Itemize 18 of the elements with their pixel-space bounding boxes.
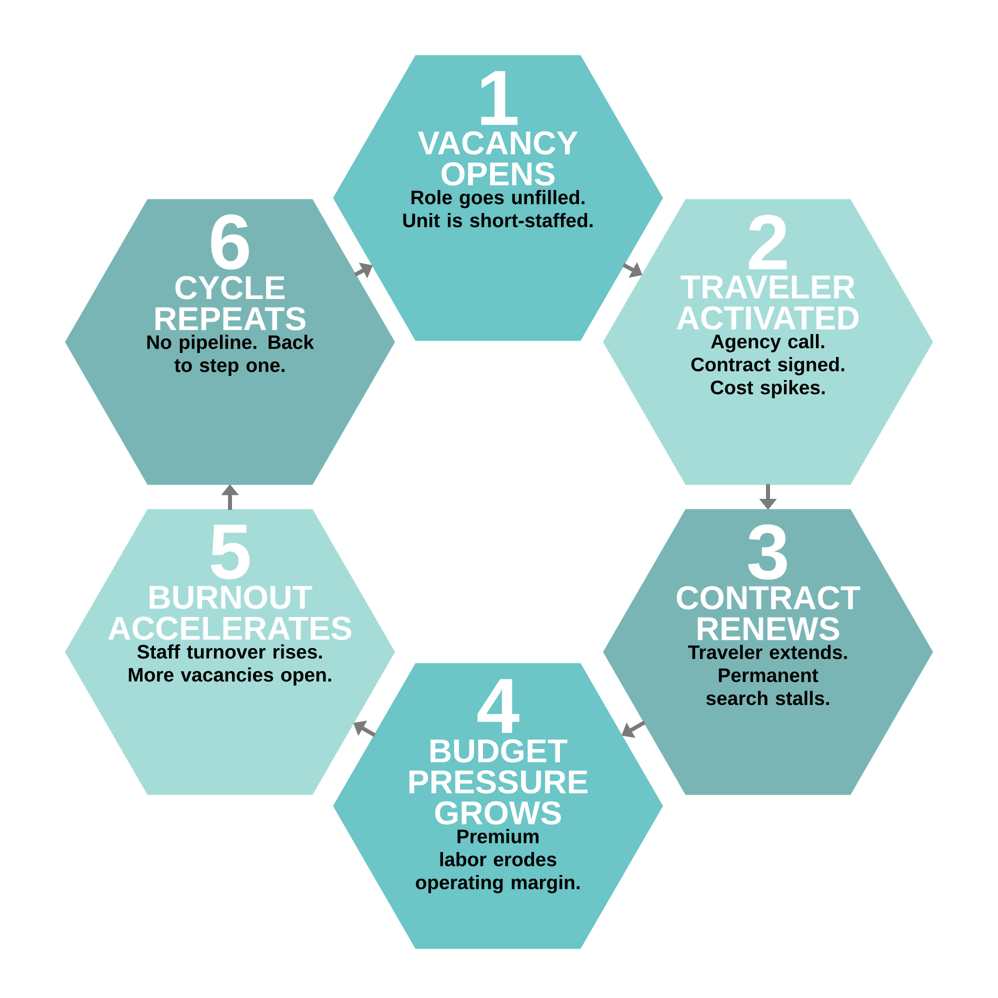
- step-title: CONTRACT RENEWS: [676, 586, 860, 640]
- step-number: 2: [749, 214, 787, 270]
- step-title: TRAVELER ACTIVATED: [676, 276, 859, 330]
- step-number: 3: [748, 524, 787, 580]
- step-title: BURNOUT ACCELERATES: [108, 586, 352, 640]
- step-number: 4: [478, 679, 520, 733]
- step-title: BUDGET PRESSURE GROWS: [409, 739, 588, 825]
- step-number: 1: [481, 71, 518, 125]
- step-title: CYCLE REPEATS: [156, 276, 306, 330]
- step-number: 5: [210, 524, 250, 580]
- step-description: No pipeline. Back to step one.: [147, 334, 314, 376]
- step-description: Premium labor erodes operating margin.: [416, 829, 580, 894]
- step-description: Traveler extends. Permanent search stalls.: [688, 644, 847, 706]
- step-description: Agency call. Contract signed. Cost spikes.: [691, 334, 844, 398]
- step-number: 6: [211, 214, 249, 270]
- step-title: VACANCY OPENS: [418, 131, 578, 186]
- step-description: Staff turnover rises. More vacancies open.: [128, 644, 332, 686]
- step-description: Role goes unfilled. Unit is short-staffed.: [403, 190, 593, 228]
